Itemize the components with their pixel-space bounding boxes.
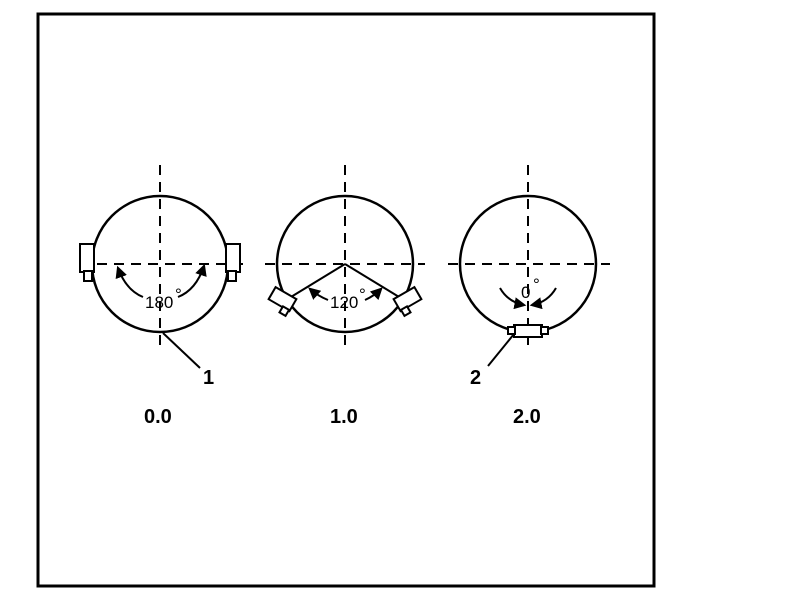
bottom-clamp-housing [513, 324, 543, 338]
diagram-label: 2.0 [513, 406, 541, 428]
diagram-label: 1.0 [330, 406, 358, 428]
angle-value: 120 [330, 293, 358, 312]
hose-circle [275, 194, 415, 334]
angle-arc [364, 287, 383, 301]
bottom-clamp-tab-right [540, 326, 549, 335]
callout-leader [487, 333, 515, 367]
angle-arc [529, 287, 557, 310]
radial-line-right [344, 263, 405, 301]
angle-arc [115, 265, 144, 298]
clamp-diagram-0: 180 ° 1 0.0 [79, 165, 248, 428]
diagram-label: 0.0 [144, 406, 172, 428]
clamp-diagram-2: 0 ° 2 2.0 [448, 165, 610, 428]
radial-line-left [285, 263, 346, 301]
degree-mark: ° [359, 285, 366, 304]
bottom-clamp-tab-left [507, 326, 516, 335]
angle-value: 0 [521, 283, 530, 302]
left-clamp-housing [79, 243, 95, 273]
angle-arc [499, 287, 527, 310]
diagram-border [36, 12, 656, 588]
degree-mark: ° [175, 285, 182, 304]
angle-arc [308, 287, 329, 301]
left-clamp-tab [278, 304, 291, 318]
angle-arc [177, 263, 207, 298]
left-clamp-housing [267, 285, 298, 313]
callout-leader [162, 332, 201, 369]
right-clamp-housing [225, 243, 241, 273]
right-clamp-tab [399, 304, 412, 318]
right-clamp-tab [227, 270, 237, 282]
clamp-diagram-1: 120 ° 1.0 [265, 165, 425, 428]
left-clamp-tab [83, 270, 93, 282]
callout-number: 2 [470, 367, 481, 389]
callout-number: 1 [203, 367, 214, 389]
degree-mark: ° [533, 275, 540, 294]
right-clamp-housing [392, 285, 423, 313]
angle-value: 180 [145, 293, 173, 312]
